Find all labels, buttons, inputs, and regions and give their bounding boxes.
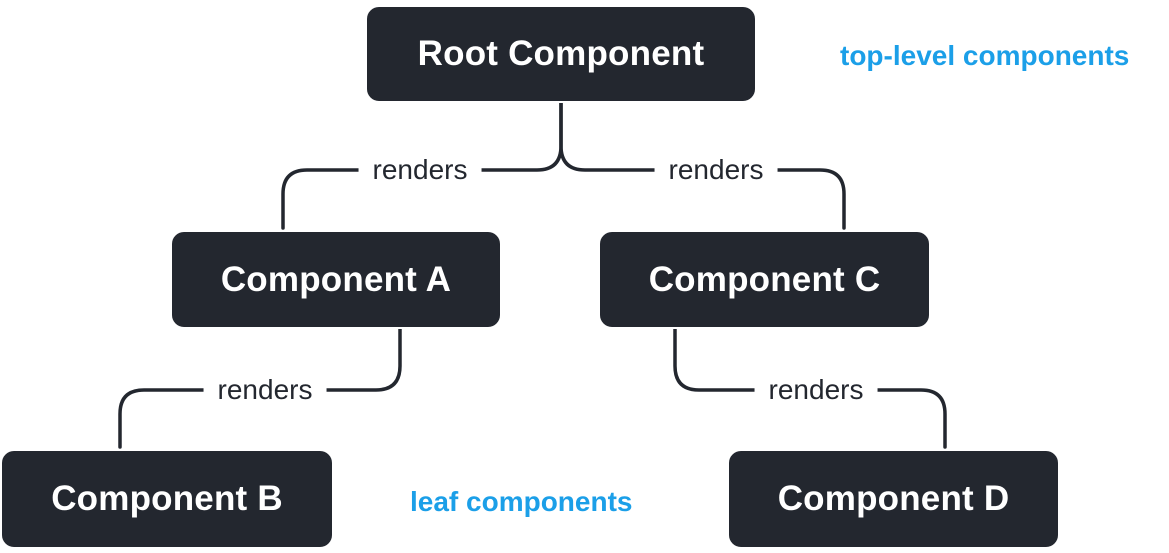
edge-label-c-to-d: renders — [754, 374, 878, 406]
node-component-b: Component B — [0, 449, 334, 549]
node-component-b-label: Component B — [51, 479, 283, 518]
edge-label-a-to-b: renders — [203, 374, 327, 406]
node-component-d-label: Component D — [777, 479, 1010, 518]
node-root-component-label: Root Component — [417, 34, 705, 73]
annotation-top-level-components: top-level components — [840, 40, 1130, 71]
node-component-d: Component D — [727, 449, 1060, 549]
edge-label-root-to-c: renders — [654, 154, 778, 186]
node-component-a-label: Component A — [220, 259, 452, 299]
node-root-component: Root Component — [365, 5, 757, 103]
node-component-c-label: Component C — [648, 259, 881, 299]
annotation-leaf-components: leaf components — [410, 486, 633, 517]
node-component-a: Component A — [170, 230, 502, 329]
node-component-c: Component C — [598, 230, 931, 329]
edge-label-root-to-a: renders — [358, 154, 482, 186]
